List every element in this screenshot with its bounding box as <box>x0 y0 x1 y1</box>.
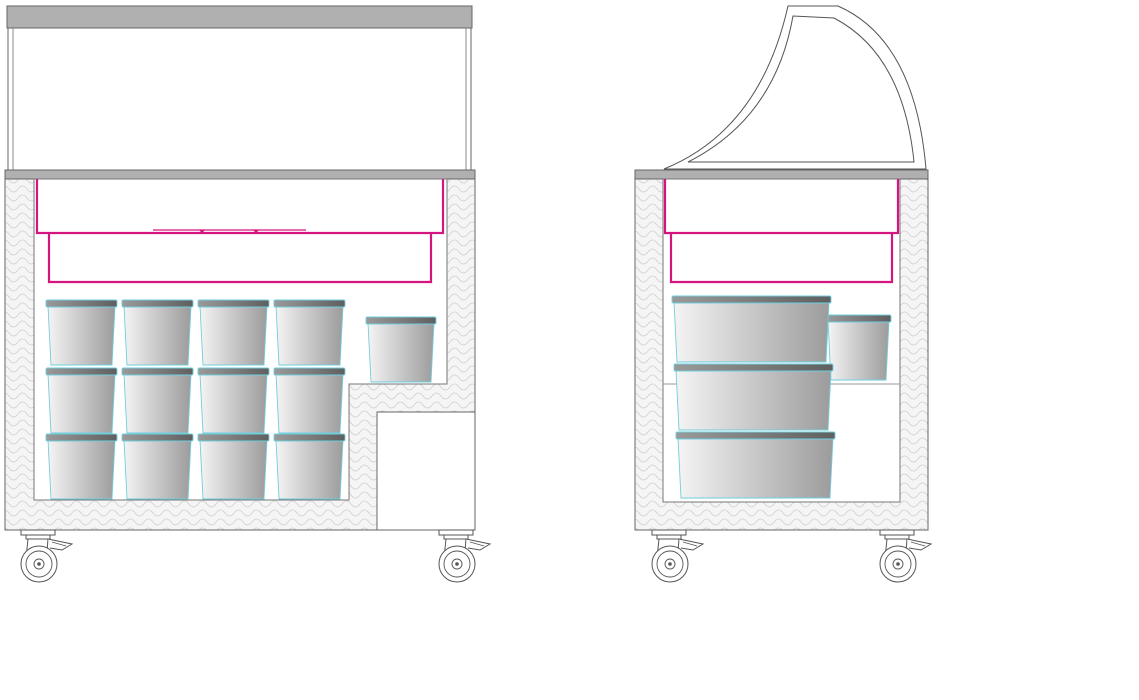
front-view <box>4 5 492 583</box>
ice-cream-tub <box>121 367 194 434</box>
ice-cream-tub <box>45 367 118 434</box>
ice-cream-tub <box>197 367 270 434</box>
ice-cream-tub <box>675 431 836 499</box>
ice-cream-tub <box>273 367 346 434</box>
ice-cream-tub <box>121 433 194 500</box>
side-lower-drawer <box>669 233 894 284</box>
lower-drawer <box>47 233 433 284</box>
front-tubs <box>45 299 437 500</box>
ice-cream-tub <box>365 316 437 383</box>
caster-wheel-icon <box>651 529 705 583</box>
ice-cream-tub <box>121 299 194 366</box>
side-view <box>634 5 933 583</box>
ice-cream-tub <box>825 314 892 381</box>
ice-cream-tub <box>273 299 346 366</box>
caster-wheel-icon <box>879 529 933 583</box>
curved-canopy-inner <box>687 15 915 163</box>
ice-cream-tub <box>197 299 270 366</box>
ice-cream-tub <box>45 433 118 500</box>
front-casters <box>20 529 492 583</box>
side-casters <box>651 529 933 583</box>
upper-drawer <box>35 179 445 235</box>
compressor-box <box>376 411 476 531</box>
canopy-glass <box>7 27 472 171</box>
caster-wheel-icon <box>20 529 74 583</box>
ice-cream-tub <box>197 433 270 500</box>
ice-cream-tub <box>45 299 118 366</box>
ice-cream-tub <box>671 295 832 363</box>
canopy-top-bar <box>6 5 473 29</box>
side-countertop <box>634 169 929 180</box>
side-tubs <box>671 295 892 499</box>
countertop <box>4 169 476 180</box>
caster-wheel-icon <box>438 529 492 583</box>
ice-cream-tub <box>273 433 346 500</box>
side-upper-drawer <box>663 179 900 235</box>
ice-cream-tub <box>673 363 834 431</box>
